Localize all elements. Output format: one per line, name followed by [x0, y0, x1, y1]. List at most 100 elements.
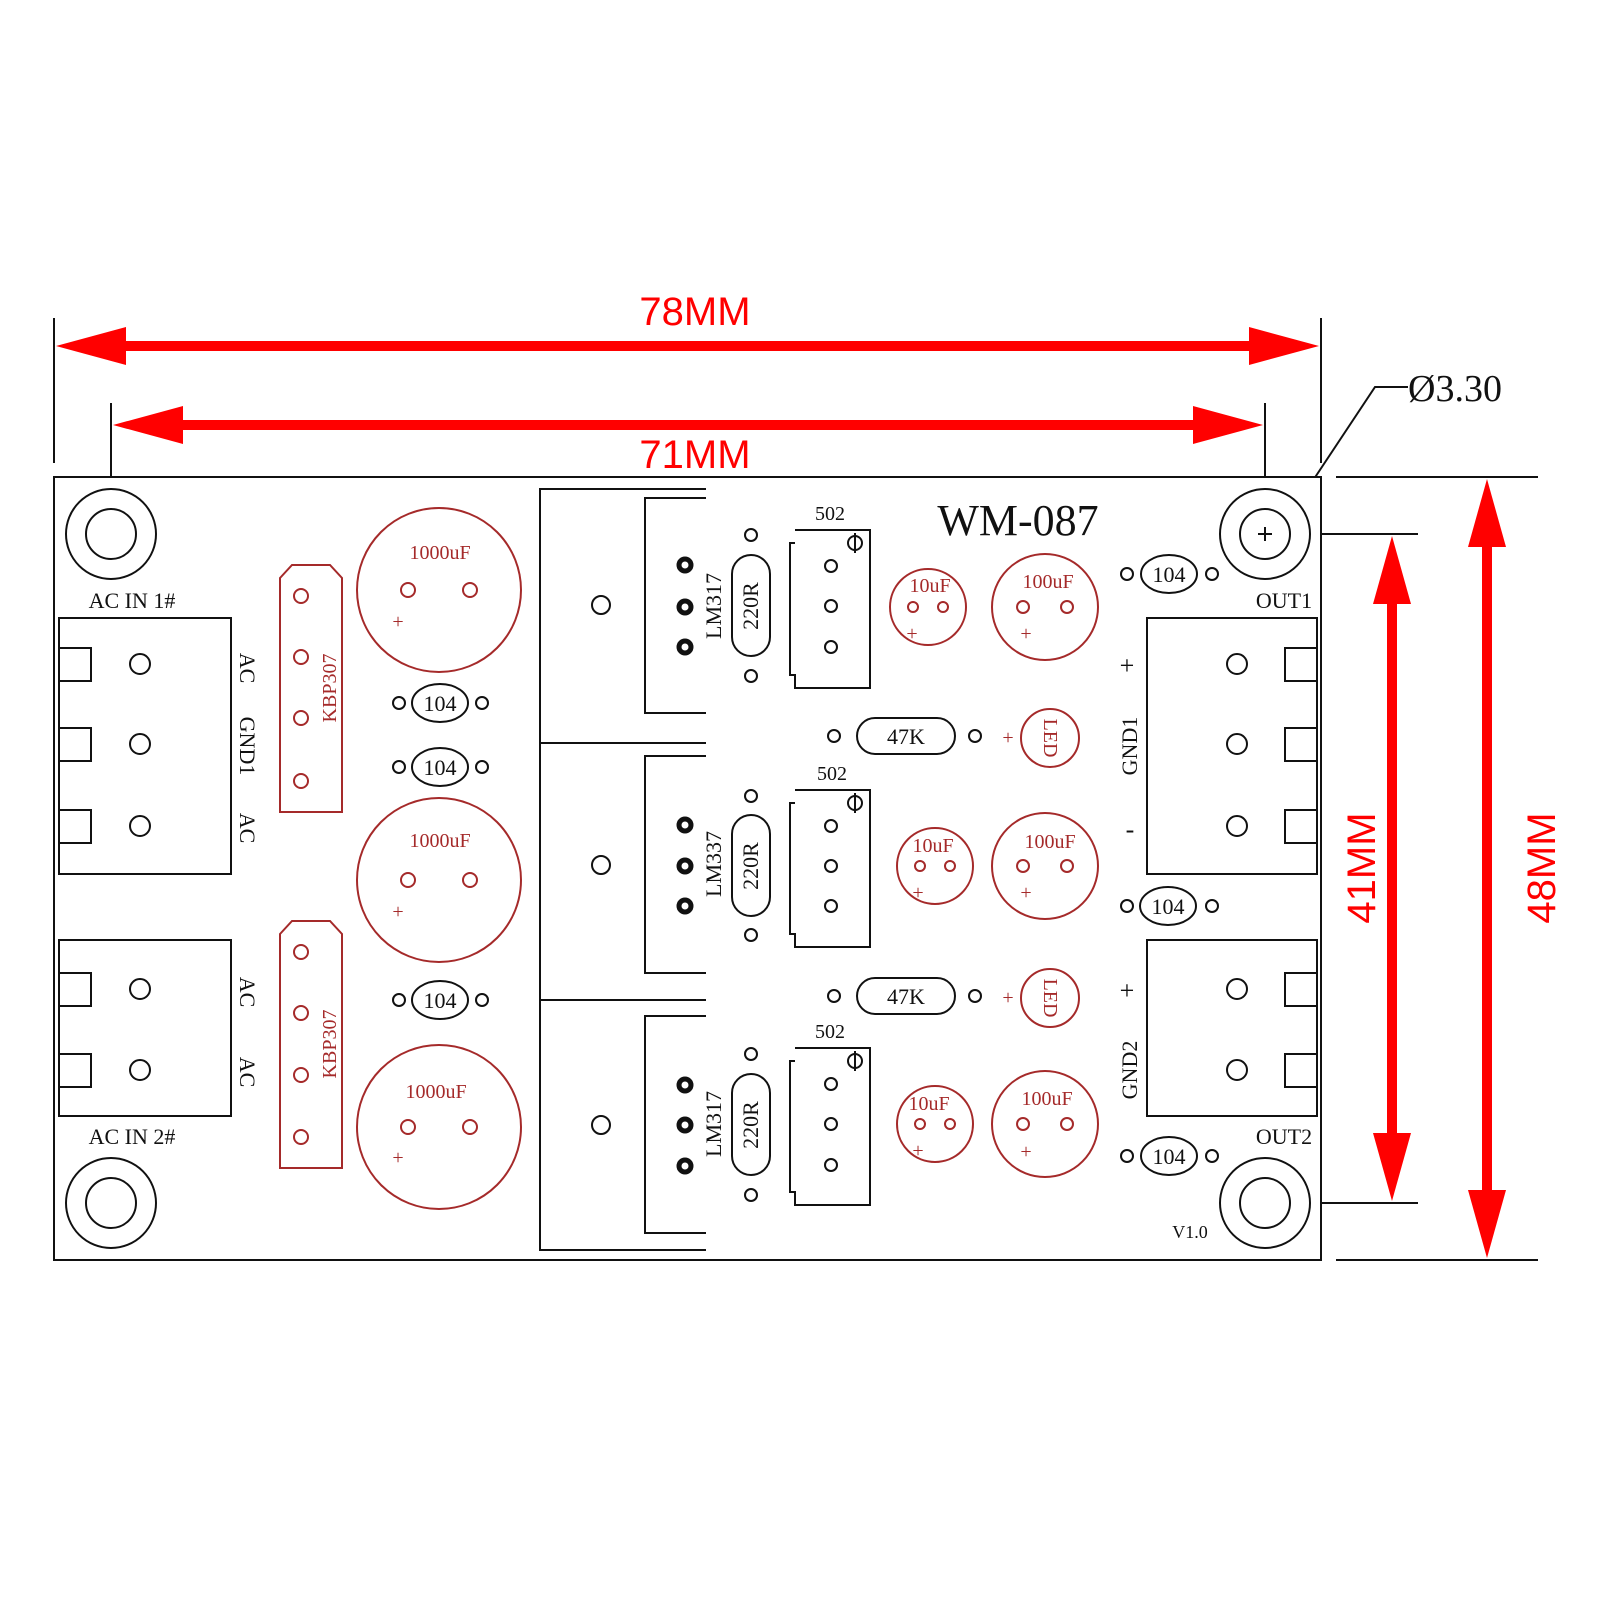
- label-cap-104: 104: [1153, 562, 1186, 587]
- pin-label-gnd1: GND1: [1117, 717, 1142, 776]
- dimension-height-total: 48MM: [1520, 812, 1564, 923]
- polarity-plus: +: [912, 882, 923, 904]
- ceramic-cap-104-5: 104: [1120, 886, 1219, 926]
- label-47k: 47K: [887, 984, 925, 1009]
- label-bridge-1: KBP307: [319, 654, 341, 723]
- terminal-ac-in-1: [58, 617, 232, 875]
- label-cap-1000uf: 1000uF: [405, 1081, 466, 1103]
- terminal-out2: [1146, 939, 1318, 1117]
- label-cap-10uf: 10uF: [912, 835, 953, 857]
- dimension-height-holes: 41MM: [1340, 812, 1384, 923]
- resistor-220r-2: 220R: [731, 789, 771, 942]
- mounting-hole-bottom-left: [65, 1157, 157, 1249]
- label-led: LED: [1039, 979, 1061, 1018]
- label-502: 502: [815, 1021, 845, 1043]
- dimension-arrow-41mm: [1373, 536, 1411, 1201]
- mounting-hole-bottom-right: [1219, 1157, 1311, 1249]
- regulator-lm317-1: LM317: [676, 556, 726, 656]
- ceramic-cap-104-2: 104: [392, 747, 489, 787]
- led-1: LED +: [1002, 708, 1080, 768]
- pin-label-ac: AC: [235, 1057, 260, 1088]
- cap-1000uf-2: 1000uF +: [356, 797, 522, 963]
- label-502: 502: [815, 503, 845, 525]
- resistor-47k-1: 47K: [827, 717, 982, 755]
- bridge-rectifier-2: [279, 920, 343, 1169]
- cap-10uf-2: 10uF +: [896, 827, 974, 905]
- resistor-220r-1: 220R: [731, 528, 771, 683]
- label-cap-1000uf: 1000uF: [409, 542, 470, 564]
- trimmer-502-2: 502: [789, 763, 871, 948]
- label-cap-104: 104: [424, 691, 457, 716]
- label-out2: OUT2: [1256, 1124, 1312, 1149]
- pin-label-gnd2: GND2: [1117, 1041, 1142, 1100]
- polarity-plus: +: [1002, 727, 1013, 749]
- label-cap-100uf: 100uF: [1022, 571, 1073, 593]
- label-lm337: LM337: [701, 831, 726, 897]
- regulator-lm317-2: LM317: [676, 1076, 726, 1175]
- dimension-arrow-48mm: [1468, 479, 1506, 1258]
- resistor-47k-2: 47K: [827, 977, 982, 1015]
- cap-100uf-2: 100uF +: [991, 812, 1099, 920]
- mounting-hole-top-left: [65, 488, 157, 580]
- label-cap-104: 104: [1152, 894, 1185, 919]
- dimension-arrow-78mm: [56, 327, 1319, 365]
- resistor-220r-3: 220R: [731, 1047, 771, 1202]
- label-lm317: LM317: [701, 1091, 726, 1157]
- label-ac-in-1: AC IN 1#: [89, 588, 176, 613]
- label-out1: OUT1: [1256, 588, 1312, 613]
- board-version: V1.0: [1172, 1222, 1208, 1242]
- pin-label-plus: +: [1120, 651, 1135, 680]
- ceramic-cap-104-1: 104: [392, 683, 489, 723]
- label-220r: 220R: [738, 582, 763, 630]
- label-502: 502: [817, 763, 847, 785]
- label-220r: 220R: [738, 842, 763, 890]
- ceramic-cap-104-3: 104: [392, 980, 489, 1020]
- dimension-width-total: 78MM: [639, 290, 750, 334]
- mounting-holes: [65, 488, 1311, 1249]
- label-led: LED: [1039, 719, 1061, 758]
- pin-label-ac: AC: [235, 653, 260, 684]
- terminal-out1: [1146, 617, 1318, 875]
- label-lm317: LM317: [701, 573, 726, 639]
- terminal-ac-in-2: [58, 939, 232, 1117]
- pin-label-minus: -: [1126, 815, 1135, 844]
- label-cap-100uf: 100uF: [1024, 831, 1075, 853]
- cap-10uf-3: 10uF +: [896, 1085, 974, 1163]
- label-220r: 220R: [738, 1101, 763, 1149]
- label-cap-100uf: 100uF: [1021, 1088, 1072, 1110]
- heatsink-3: [539, 999, 706, 1251]
- led-2: LED +: [1002, 968, 1080, 1028]
- board-title: WM-087: [937, 496, 1098, 545]
- hole-diameter-label: Ø3.30: [1408, 368, 1502, 410]
- label-bridge-2: KBP307: [319, 1010, 341, 1079]
- polarity-plus: +: [392, 1147, 403, 1169]
- trimmer-502-1: 502: [789, 503, 871, 689]
- polarity-plus: +: [1002, 987, 1013, 1009]
- mounting-hole-top-right: [1219, 488, 1311, 580]
- polarity-plus: +: [392, 611, 403, 633]
- regulator-lm337: LM337: [676, 816, 726, 915]
- pin-label-gnd1: GND1: [235, 717, 260, 776]
- trimmer-502-3: 502: [789, 1021, 871, 1206]
- label-cap-10uf: 10uF: [908, 1093, 949, 1115]
- pin-label-plus: +: [1120, 976, 1135, 1005]
- dimension-arrow-71mm: [113, 406, 1263, 444]
- pin-label-ac: AC: [235, 977, 260, 1008]
- polarity-plus: +: [392, 901, 403, 923]
- ceramic-cap-104-6: 104: [1120, 1136, 1219, 1176]
- pin-label-ac: AC: [235, 813, 260, 844]
- cap-1000uf-1: 1000uF +: [356, 507, 522, 673]
- ceramic-cap-104-4: 104: [1120, 554, 1219, 594]
- label-cap-104: 104: [424, 988, 457, 1013]
- label-cap-10uf: 10uF: [909, 575, 950, 597]
- label-cap-104: 104: [1153, 1144, 1186, 1169]
- label-ac-in-2: AC IN 2#: [89, 1124, 176, 1149]
- polarity-plus: +: [1020, 882, 1031, 904]
- label-cap-1000uf: 1000uF: [409, 830, 470, 852]
- label-47k: 47K: [887, 724, 925, 749]
- cap-100uf-1: 100uF +: [991, 553, 1099, 661]
- cap-100uf-3: 100uF +: [991, 1070, 1099, 1178]
- label-cap-104: 104: [424, 755, 457, 780]
- cap-1000uf-3: 1000uF +: [356, 1044, 522, 1210]
